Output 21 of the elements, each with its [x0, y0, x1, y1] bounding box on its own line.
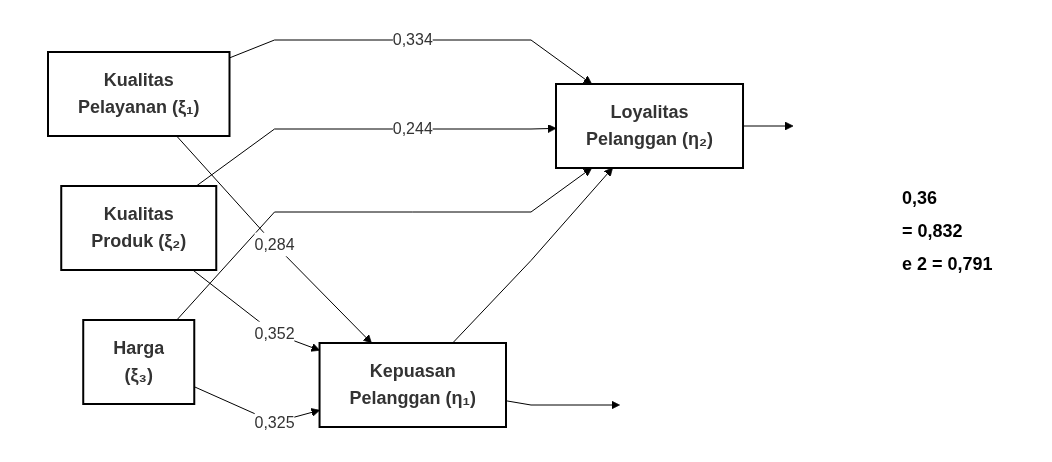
node-box: Kualitas Pelayanan (ξ₁)	[47, 50, 231, 137]
arrow	[176, 135, 373, 344]
edge-label: 0,352	[254, 324, 296, 342]
edge-label: 0,244	[393, 119, 434, 137]
edge-label: 0,334	[393, 30, 434, 48]
node-box: Harga (ξ₃)	[82, 318, 196, 405]
node-box: Kualitas Produk (ξ₂)	[60, 184, 218, 271]
arrow	[176, 167, 593, 321]
node-box: Loyalitas Pelanggan (η₂)	[555, 82, 745, 169]
arrow	[229, 39, 593, 85]
arrow	[452, 167, 614, 344]
edge-label: 0,284	[254, 235, 296, 253]
coefficient-label: = 0,832	[902, 220, 964, 242]
arrow	[192, 269, 321, 352]
coefficient-label: e 2 = 0,791	[902, 253, 994, 275]
edge-label: 0,325	[254, 413, 296, 431]
node-box: Kepuasan Pelanggan (η₁)	[319, 341, 508, 428]
coefficient-label: 0,36	[902, 187, 939, 209]
arrow	[743, 121, 794, 131]
arrow	[196, 123, 557, 187]
arrow	[506, 400, 621, 410]
